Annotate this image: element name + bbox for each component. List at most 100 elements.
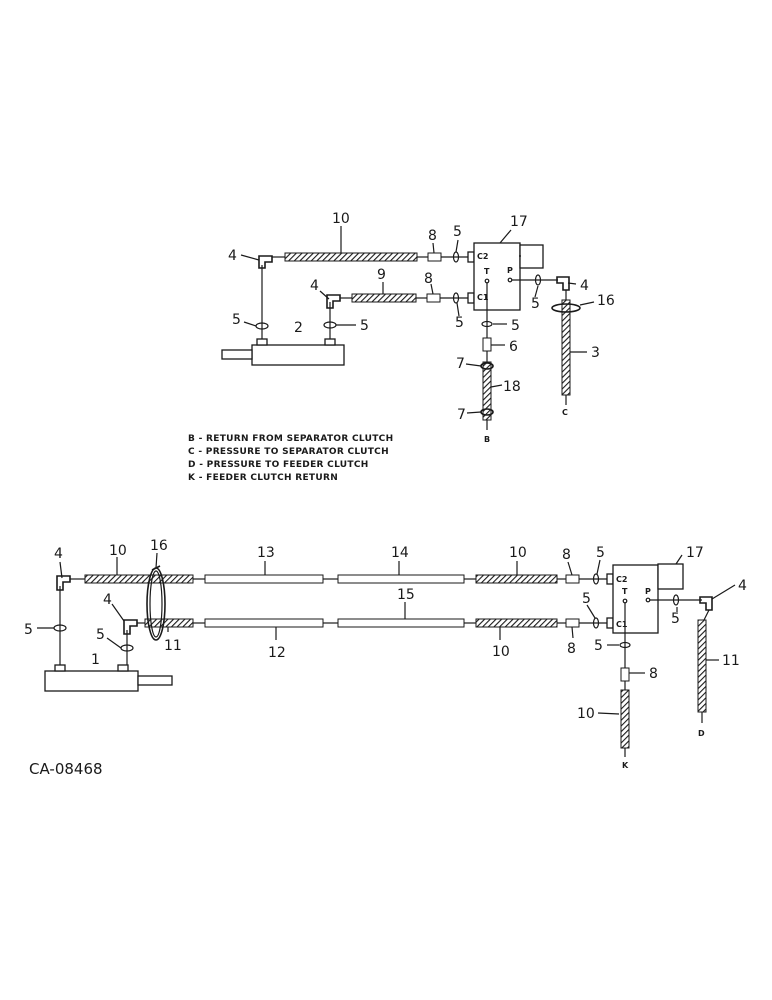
callout-16-lower: 16 <box>150 538 168 554</box>
callout-17-lower: 17 <box>686 545 704 561</box>
callout-4-upper-right: 4 <box>580 278 589 294</box>
hose-10-upper <box>284 252 418 262</box>
endpoint-k: K <box>622 761 629 770</box>
reference-number: CA-08468 <box>29 760 103 778</box>
callout-5-lower-mid: 5 <box>96 627 105 643</box>
elbow-4-lower-top <box>56 575 71 591</box>
callout-4-upper-mid: 4 <box>310 278 319 294</box>
endpoint-c: C <box>562 408 568 417</box>
tube-12-lower <box>204 618 324 628</box>
port-c1-fitting-lower <box>606 617 614 629</box>
callout-8-upper-mid: 8 <box>424 271 433 287</box>
cylinder-2-port-left <box>256 338 268 346</box>
callout-4-lower-right: 4 <box>738 578 747 594</box>
elbow-4-upper-mid <box>326 294 341 309</box>
port-label-p-lower: P <box>645 587 651 596</box>
tube-14-lower <box>337 574 465 584</box>
callout-5-lower-top: 5 <box>596 545 605 561</box>
port-p-dot-lower <box>645 597 651 603</box>
callout-8-lower-t: 8 <box>649 666 658 682</box>
valve-block-17-lower <box>612 564 659 634</box>
tube-15-lower <box>337 618 465 628</box>
o-ring-5-upper-mid-right <box>452 292 460 304</box>
legend-item-b: B - RETURN FROM SEPARATOR CLUTCH <box>188 434 393 444</box>
callout-11-lower-left: 11 <box>164 638 182 654</box>
callout-8-lower-bottom: 8 <box>567 641 576 657</box>
callout-10-lower-t: 10 <box>577 706 595 722</box>
callout-13-lower: 13 <box>257 545 275 561</box>
callout-5-upper-top: 5 <box>453 224 462 240</box>
o-ring-5-lower-p <box>672 594 680 606</box>
o-ring-5-upper-left <box>255 322 269 330</box>
elbow-4-lower-mid <box>123 619 138 635</box>
hose-11-lower-right <box>697 619 707 713</box>
tube-13-lower <box>204 574 324 584</box>
hose-10-lower-bottom <box>475 618 558 628</box>
port-label-t-lower: T <box>622 587 628 596</box>
o-ring-5-upper-bottom <box>481 320 493 328</box>
callout-5-upper-left: 5 <box>232 312 241 328</box>
connector-8-upper-mid <box>426 293 441 303</box>
callout-6-upper: 6 <box>509 339 518 355</box>
port-c2-fitting-lower <box>606 573 614 585</box>
callout-5-upper-mid-right: 5 <box>455 315 464 331</box>
o-ring-5-lower-top <box>592 573 600 585</box>
callout-7-upper-top: 7 <box>456 356 465 372</box>
connector-8-upper-top <box>427 252 442 262</box>
hose-9-upper <box>351 293 417 303</box>
elbow-4-upper-top <box>258 255 273 269</box>
connector-8-lower-t <box>620 667 630 682</box>
port-c1-fitting-upper <box>467 292 475 304</box>
cylinder-1-port-left <box>54 664 66 672</box>
hose-18-upper <box>482 361 492 421</box>
callout-5-lower-p: 5 <box>671 611 680 627</box>
endpoint-d: D <box>698 729 705 738</box>
callout-5-upper-bottom: 5 <box>511 318 520 334</box>
callout-4-lower-mid: 4 <box>103 592 112 608</box>
callout-5-upper-p: 5 <box>531 296 540 312</box>
callout-15-lower: 15 <box>397 587 415 603</box>
callout-7-upper-bottom: 7 <box>457 407 466 423</box>
upper-assembly: C2 C1 T P C B 4 10 8 5 17 <box>221 211 615 444</box>
o-ring-5-upper-p <box>534 274 542 286</box>
callout-10-lower-top-right: 10 <box>509 545 527 561</box>
valve-block-17-upper <box>473 242 521 311</box>
callout-14-lower: 14 <box>391 545 409 561</box>
hose-10-lower-top-left <box>84 574 194 584</box>
port-c2-fitting-upper <box>467 251 475 263</box>
callout-12-lower: 12 <box>268 645 286 661</box>
elbow-4-upper-right <box>556 276 570 291</box>
hose-3-upper <box>561 299 571 396</box>
port-label-c2-upper: C2 <box>477 252 488 261</box>
callout-16-upper: 16 <box>597 293 615 309</box>
callout-2-upper: 2 <box>294 320 303 336</box>
connector-8-lower-top <box>565 574 580 584</box>
port-label-c1-upper: C1 <box>477 293 489 302</box>
callout-5-lower-bottom-right: 5 <box>582 591 591 607</box>
port-label-c1-lower: C1 <box>616 620 628 629</box>
port-t-dot-upper <box>484 278 490 284</box>
cylinder-1-rod <box>137 675 173 686</box>
hose-10-lower-t <box>620 689 630 749</box>
connector-8-lower-bottom <box>565 618 580 628</box>
legend: B - RETURN FROM SEPARATOR CLUTCH C - PRE… <box>188 434 393 483</box>
callout-8-upper-top: 8 <box>428 228 437 244</box>
callout-1-lower: 1 <box>91 652 100 668</box>
cylinder-1 <box>44 670 139 692</box>
legend-item-k: K - FEEDER CLUTCH RETURN <box>188 473 338 483</box>
callout-5-upper-mid: 5 <box>360 318 369 334</box>
o-ring-5-lower-bottom-right <box>592 617 600 629</box>
solenoid-17-lower <box>657 563 684 590</box>
cylinder-2-rod <box>221 349 253 360</box>
cylinder-1-port-right <box>117 664 129 672</box>
endpoint-b: B <box>484 435 490 444</box>
callout-18-upper: 18 <box>503 379 521 395</box>
callout-9-upper: 9 <box>377 267 386 283</box>
lower-assembly: C2 C1 T P D K 4 10 16 13 14 10 <box>24 538 747 770</box>
connector-6-upper <box>482 337 492 352</box>
cylinder-2-port-right <box>324 338 336 346</box>
port-t-dot-lower <box>622 598 628 604</box>
clamp-16-upper <box>551 303 581 313</box>
callout-17-upper: 17 <box>510 214 528 230</box>
